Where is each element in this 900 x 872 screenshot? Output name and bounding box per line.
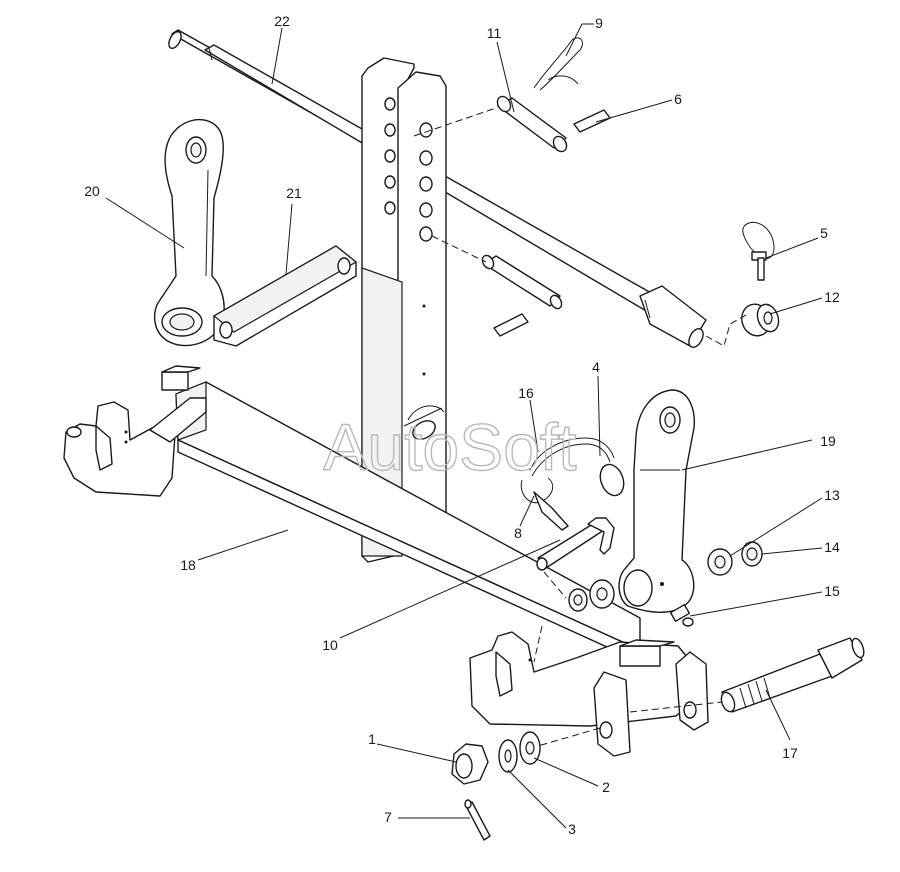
top-pin xyxy=(496,95,568,153)
link-bar xyxy=(212,245,358,347)
callout-16: 16 xyxy=(518,385,534,401)
cotter-pin-bottom xyxy=(464,799,491,841)
callout-6: 6 xyxy=(674,91,682,107)
callout-8: 8 xyxy=(514,525,522,541)
callout-22: 22 xyxy=(274,13,290,29)
spring-clip-top xyxy=(533,37,583,91)
callout-9: 9 xyxy=(595,15,603,31)
mast-pin xyxy=(481,254,563,337)
callout-12: 12 xyxy=(824,289,840,305)
callout-2: 2 xyxy=(602,779,610,795)
callout-15: 15 xyxy=(824,583,840,599)
chain-assembly xyxy=(520,437,625,531)
callout-21: 21 xyxy=(286,185,302,201)
key-top xyxy=(573,109,611,133)
callout-3: 3 xyxy=(568,821,576,837)
callout-13: 13 xyxy=(824,487,840,503)
callout-1: 1 xyxy=(368,731,376,747)
bushing-set-left xyxy=(568,579,615,612)
drawbar-frame xyxy=(63,365,709,757)
lift-arm-right xyxy=(618,389,695,613)
collar xyxy=(741,303,780,337)
leader-lines xyxy=(105,23,823,829)
callout-5: 5 xyxy=(820,225,828,241)
pivot-bolt xyxy=(720,637,865,713)
nut-and-washers xyxy=(451,731,541,785)
lift-arm-left xyxy=(153,118,225,347)
ring-pin xyxy=(742,221,775,281)
callout-4: 4 xyxy=(592,359,600,375)
bushing-set-right xyxy=(707,541,763,576)
callouts: 1 2 3 4 5 6 7 8 9 10 11 12 13 14 15 16 1… xyxy=(84,13,840,837)
callout-19: 19 xyxy=(820,433,836,449)
callout-7: 7 xyxy=(384,809,392,825)
watermark-text: AutoSoft xyxy=(323,410,576,484)
callout-14: 14 xyxy=(824,539,840,555)
lock-pin xyxy=(536,517,615,571)
callout-20: 20 xyxy=(84,183,100,199)
assembly-lines xyxy=(413,107,749,747)
grease-fitting xyxy=(669,603,694,627)
callout-17: 17 xyxy=(782,745,798,761)
callout-18: 18 xyxy=(180,557,196,573)
mast xyxy=(361,57,447,563)
callout-11: 11 xyxy=(487,25,502,41)
callout-10: 10 xyxy=(322,637,338,653)
